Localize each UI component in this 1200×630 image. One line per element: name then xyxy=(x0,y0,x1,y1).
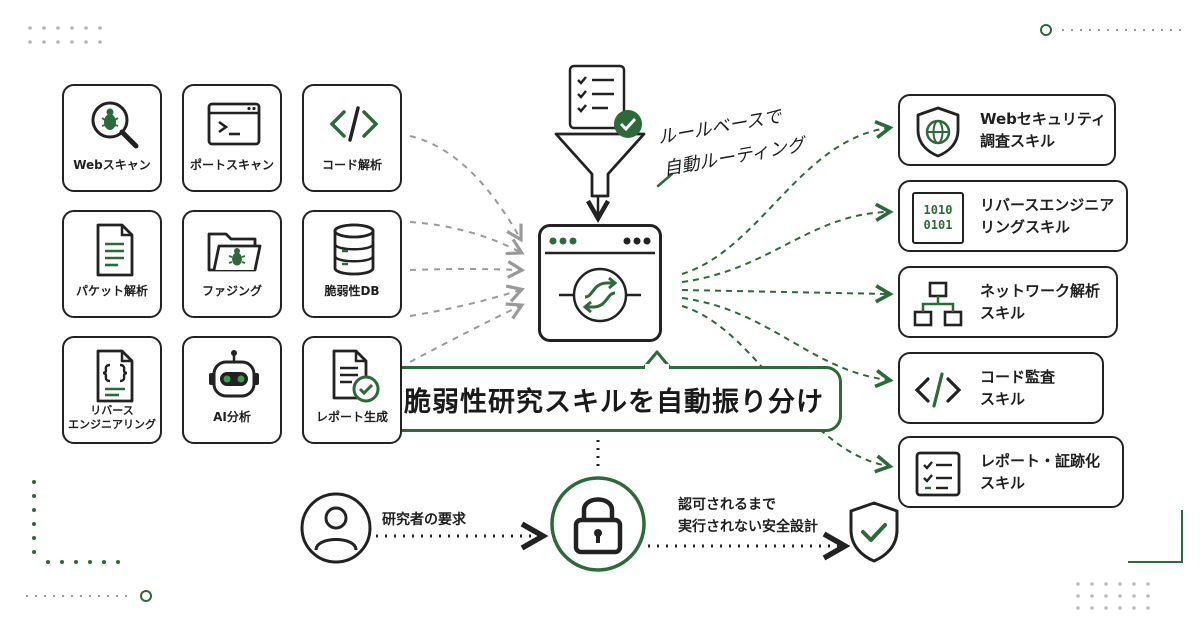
code-brackets-icon xyxy=(914,372,962,408)
tool-label: コード解析 xyxy=(321,158,382,172)
tool-label: ファジング xyxy=(201,284,262,298)
decor-dots-top-left xyxy=(28,26,102,44)
tool-label: Webスキャン xyxy=(73,158,151,172)
skill-label: リバースエンジニア リングスキル xyxy=(980,196,1115,236)
binary-code-text: 1010 0101 xyxy=(923,203,953,232)
skill-label: ネットワーク解析 スキル xyxy=(980,282,1101,322)
tool-code-analysis: コード解析 xyxy=(302,84,402,192)
code-brackets-icon xyxy=(329,106,379,142)
decor-corner-bottom-right xyxy=(1128,510,1183,563)
headline-callout: 脆弱性研究スキルを自動振り分け xyxy=(386,366,842,432)
routing-note-underline xyxy=(656,172,674,188)
terminal-icon xyxy=(207,102,261,146)
skill-network-analysis: ネットワーク解析 スキル xyxy=(898,266,1118,338)
researcher-icon xyxy=(300,492,372,564)
router-switch-icon xyxy=(545,237,655,323)
requester-label: 研究者の要求 xyxy=(382,512,466,528)
callout-pointer-mask xyxy=(645,364,669,370)
skill-label: Webセキュリティ 調査スキル xyxy=(980,110,1107,150)
skill-label: コード監査 スキル xyxy=(980,368,1056,408)
database-icon xyxy=(333,223,375,276)
skill-label: レポート・証跡化 スキル xyxy=(980,452,1101,492)
checklist-icon xyxy=(915,451,961,497)
tool-packet-analysis: パケット解析 xyxy=(62,210,162,318)
tool-fuzzing: ファジング xyxy=(182,210,282,318)
tool-port-scan: ポートスキャン xyxy=(182,84,282,192)
skill-code-audit: コード監査 スキル xyxy=(898,352,1104,424)
skill-report-evidence: レポート・証跡化 スキル xyxy=(898,436,1124,508)
skill-web-security: Webセキュリティ 調査スキル xyxy=(898,94,1116,166)
tool-reverse-engineering: リバース エンジニアリング xyxy=(62,336,162,444)
safety-label: 認可されるまで 実行されない安全設計 xyxy=(678,497,818,535)
tool-ai-analysis: AI分析 xyxy=(182,336,282,444)
tool-label: レポート生成 xyxy=(315,410,388,424)
skill-reverse-engineering: 1010 0101 リバースエンジニア リングスキル xyxy=(898,180,1128,252)
bug-folder-icon xyxy=(207,232,262,272)
decor-corner-bottom-left xyxy=(32,480,120,564)
network-nodes-icon xyxy=(913,281,963,327)
tool-vuln-db: 脆弱性DB xyxy=(302,210,402,318)
tool-label: ポートスキャン xyxy=(189,158,274,172)
tool-to-router-arrows xyxy=(409,135,526,363)
report-check-icon xyxy=(332,349,380,403)
tool-label: リバース エンジニアリング xyxy=(68,404,156,431)
decor-dots-bottom-right xyxy=(1076,582,1150,610)
decor-line-top-right xyxy=(1040,24,1182,36)
router-to-skill-arrows xyxy=(681,120,894,474)
robot-icon xyxy=(209,350,259,398)
decor-line-bottom-left xyxy=(26,590,152,602)
document-lines-icon xyxy=(96,223,134,277)
tool-web-scan: Webスキャン xyxy=(62,84,162,192)
shield-check-icon xyxy=(849,501,899,563)
tool-label: AI分析 xyxy=(213,410,251,424)
tool-label: 脆弱性DB xyxy=(324,284,380,298)
json-file-icon xyxy=(96,349,134,403)
tool-label: パケット解析 xyxy=(75,284,148,298)
skill-router xyxy=(538,224,662,342)
rule-funnel-icon xyxy=(554,64,646,198)
lock-icon xyxy=(550,476,646,572)
binary-code-icon: 1010 0101 xyxy=(912,192,964,244)
bug-magnifier-icon xyxy=(91,101,139,149)
tool-report-generation: レポート生成 xyxy=(302,336,402,444)
globe-shield-icon xyxy=(916,106,960,158)
